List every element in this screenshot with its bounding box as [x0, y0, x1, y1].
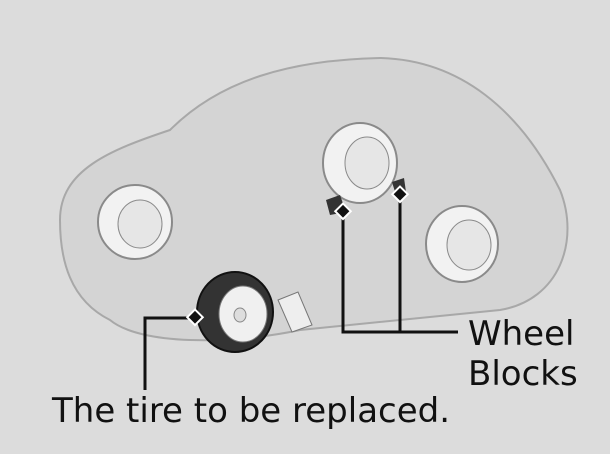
- front-right-wheel: [425, 205, 499, 283]
- wheel-blocks-label-line2: Blocks: [468, 354, 578, 394]
- wheel-blocks-label-line1: Wheel: [468, 314, 575, 354]
- front-left-wheel-blocked: [322, 122, 406, 215]
- tire-to-replace-label: The tire to be replaced.: [52, 391, 451, 431]
- jack: [277, 291, 313, 333]
- rear-left-wheel: [97, 184, 173, 260]
- flat-tire: [196, 271, 274, 353]
- callout-lines: [143, 195, 458, 390]
